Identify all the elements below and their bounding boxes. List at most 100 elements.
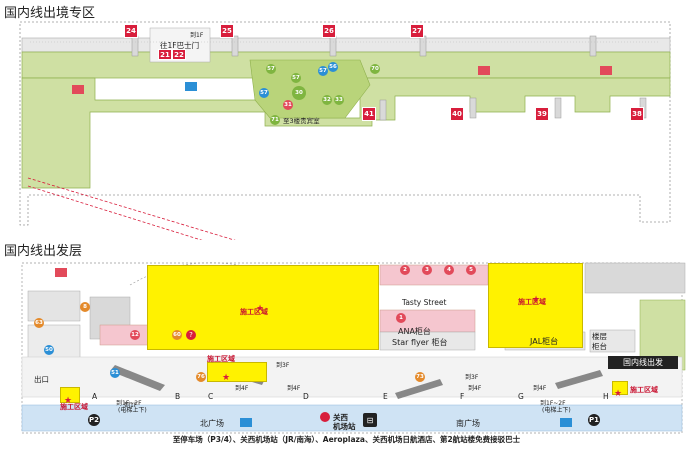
tasty-street-label: Tasty Street [402, 298, 447, 307]
construction-area-h [612, 381, 628, 395]
shop-12: 12 [130, 330, 140, 340]
footer-note: 至停车场（P3/4）、关西机场站（JR/南海）、Aeroplaza、关西机场日航… [172, 435, 521, 444]
ana-counter-label: ANA柜台 [398, 327, 431, 336]
shop-1: 1 [396, 313, 406, 323]
bus-gate-21: 21 [158, 49, 172, 60]
gate-26: 26 [322, 24, 336, 38]
jal-counter-label: JAL柜台 [530, 337, 559, 346]
shop-3: 3 [422, 265, 432, 275]
gate-27: 27 [410, 24, 424, 38]
floor-guide-4f-c: 到4F [468, 385, 482, 392]
shop-51: 51 [110, 368, 120, 378]
construction-star-right: ★ [532, 295, 541, 305]
shop-4: 4 [444, 265, 454, 275]
gate-38: 38 [630, 107, 644, 121]
shop-32: 32 [322, 95, 332, 105]
shop-57d: 57 [259, 88, 269, 98]
restroom-icon [240, 418, 252, 427]
floor-updown-1b: (电梯上下) [118, 407, 147, 414]
construction-label-a: 施工区域 [60, 403, 88, 411]
south-plaza-label: 南广场 [456, 419, 480, 428]
column-e: E [383, 392, 388, 401]
gate-40: 40 [450, 107, 464, 121]
column-h: H [603, 392, 609, 401]
shop-76: 76 [196, 372, 206, 382]
shop-5: 5 [466, 265, 476, 275]
restroom-icon [478, 66, 490, 75]
construction-area-right [488, 263, 583, 348]
restroom-icon [185, 82, 197, 91]
info-icon: ? [186, 330, 196, 340]
gate-39: 39 [535, 107, 549, 121]
construction-label-right: 施工区域 [518, 298, 546, 306]
shop-73: 73 [415, 372, 425, 382]
floor-guide-1f: 到1F [124, 402, 138, 409]
restroom-icon [72, 85, 84, 94]
construction-area-center [207, 362, 267, 382]
floor-updown-2b: (电梯上下) [542, 407, 571, 414]
shop-57c: 57 [318, 66, 328, 76]
shop-60: 60 [172, 330, 182, 340]
north-plaza-label: 北广场 [200, 419, 224, 428]
column-f: F [460, 392, 465, 401]
shop-63: 63 [34, 318, 44, 328]
floor-guide-3f: 到3F [276, 362, 290, 369]
gate-25: 25 [220, 24, 234, 38]
train-icon: ⊟ [363, 413, 377, 427]
shop-71: 71 [270, 115, 280, 125]
lobby-counter-label-1: 楼层 [592, 332, 607, 341]
lobby-counter-label-2: 柜台 [592, 342, 607, 351]
construction-star-a: ★ [64, 396, 73, 406]
starflyer-counter-label: Star flyer 柜台 [392, 338, 448, 347]
floor-guide-3f-b: 到3F [465, 374, 479, 381]
departure-badge: 国内线出发 [608, 356, 678, 369]
floor-updown-1: 到1F~2F [116, 400, 142, 407]
shop-33: 33 [334, 95, 344, 105]
floor-1f-label: 到1F [190, 32, 204, 39]
column-d: D [303, 392, 309, 401]
shop-2: 2 [400, 265, 410, 275]
construction-label-center: 施工区域 [207, 355, 235, 363]
construction-star-h: ★ [614, 389, 623, 399]
shop-70: 70 [370, 64, 380, 74]
bottom-floor-map [21, 262, 686, 434]
restroom-icon [560, 418, 572, 427]
shop-30: 30 [292, 86, 306, 100]
gate-41: 41 [362, 107, 376, 121]
column-c: C [208, 392, 214, 401]
bus-gate-label: 往1F巴士门 [160, 41, 200, 50]
exit-label: 出口 [34, 375, 49, 384]
shop-57b: 57 [291, 73, 301, 83]
top-section-title: 国内线出境专区 [4, 6, 96, 21]
shop-8: 8 [80, 302, 90, 312]
construction-star-main: ★ [256, 304, 265, 314]
floor-updown-2: 到1F~2F [540, 400, 566, 407]
gate-24: 24 [124, 24, 138, 38]
station-label-1: 关西 [333, 413, 348, 422]
shop-50: 50 [44, 345, 54, 355]
column-g: G [518, 392, 524, 401]
shop-56: 56 [328, 62, 338, 72]
shop-31: 31 [283, 100, 293, 110]
lounge-label: 至3楼贵宾室 [283, 117, 320, 125]
restroom-icon [55, 268, 67, 277]
station-label-2: 机场站 [333, 422, 356, 431]
column-a: A [92, 392, 98, 401]
construction-area-a [60, 387, 80, 403]
construction-area-main [147, 265, 379, 350]
construction-label-main: 施工区域 [240, 308, 268, 316]
bus-gate-22: 22 [172, 49, 186, 60]
station-marker-icon [320, 412, 330, 422]
shop-57a: 57 [266, 64, 276, 74]
column-b: B [175, 392, 181, 401]
construction-star-center: ★ [222, 373, 231, 383]
floor-guide-4f-b: 到4F [287, 385, 301, 392]
parking-p1-icon: P1 [588, 414, 600, 426]
restroom-icon [600, 66, 612, 75]
floor-guide-4f-d: 到4F [533, 385, 547, 392]
construction-label-h: 施工区域 [630, 386, 658, 394]
bottom-section-title: 国内线出发层 [4, 244, 83, 259]
floor-guide-4f-a: 到4F [235, 385, 249, 392]
parking-p2-icon: P2 [88, 414, 100, 426]
top-floor-map [19, 21, 671, 240]
